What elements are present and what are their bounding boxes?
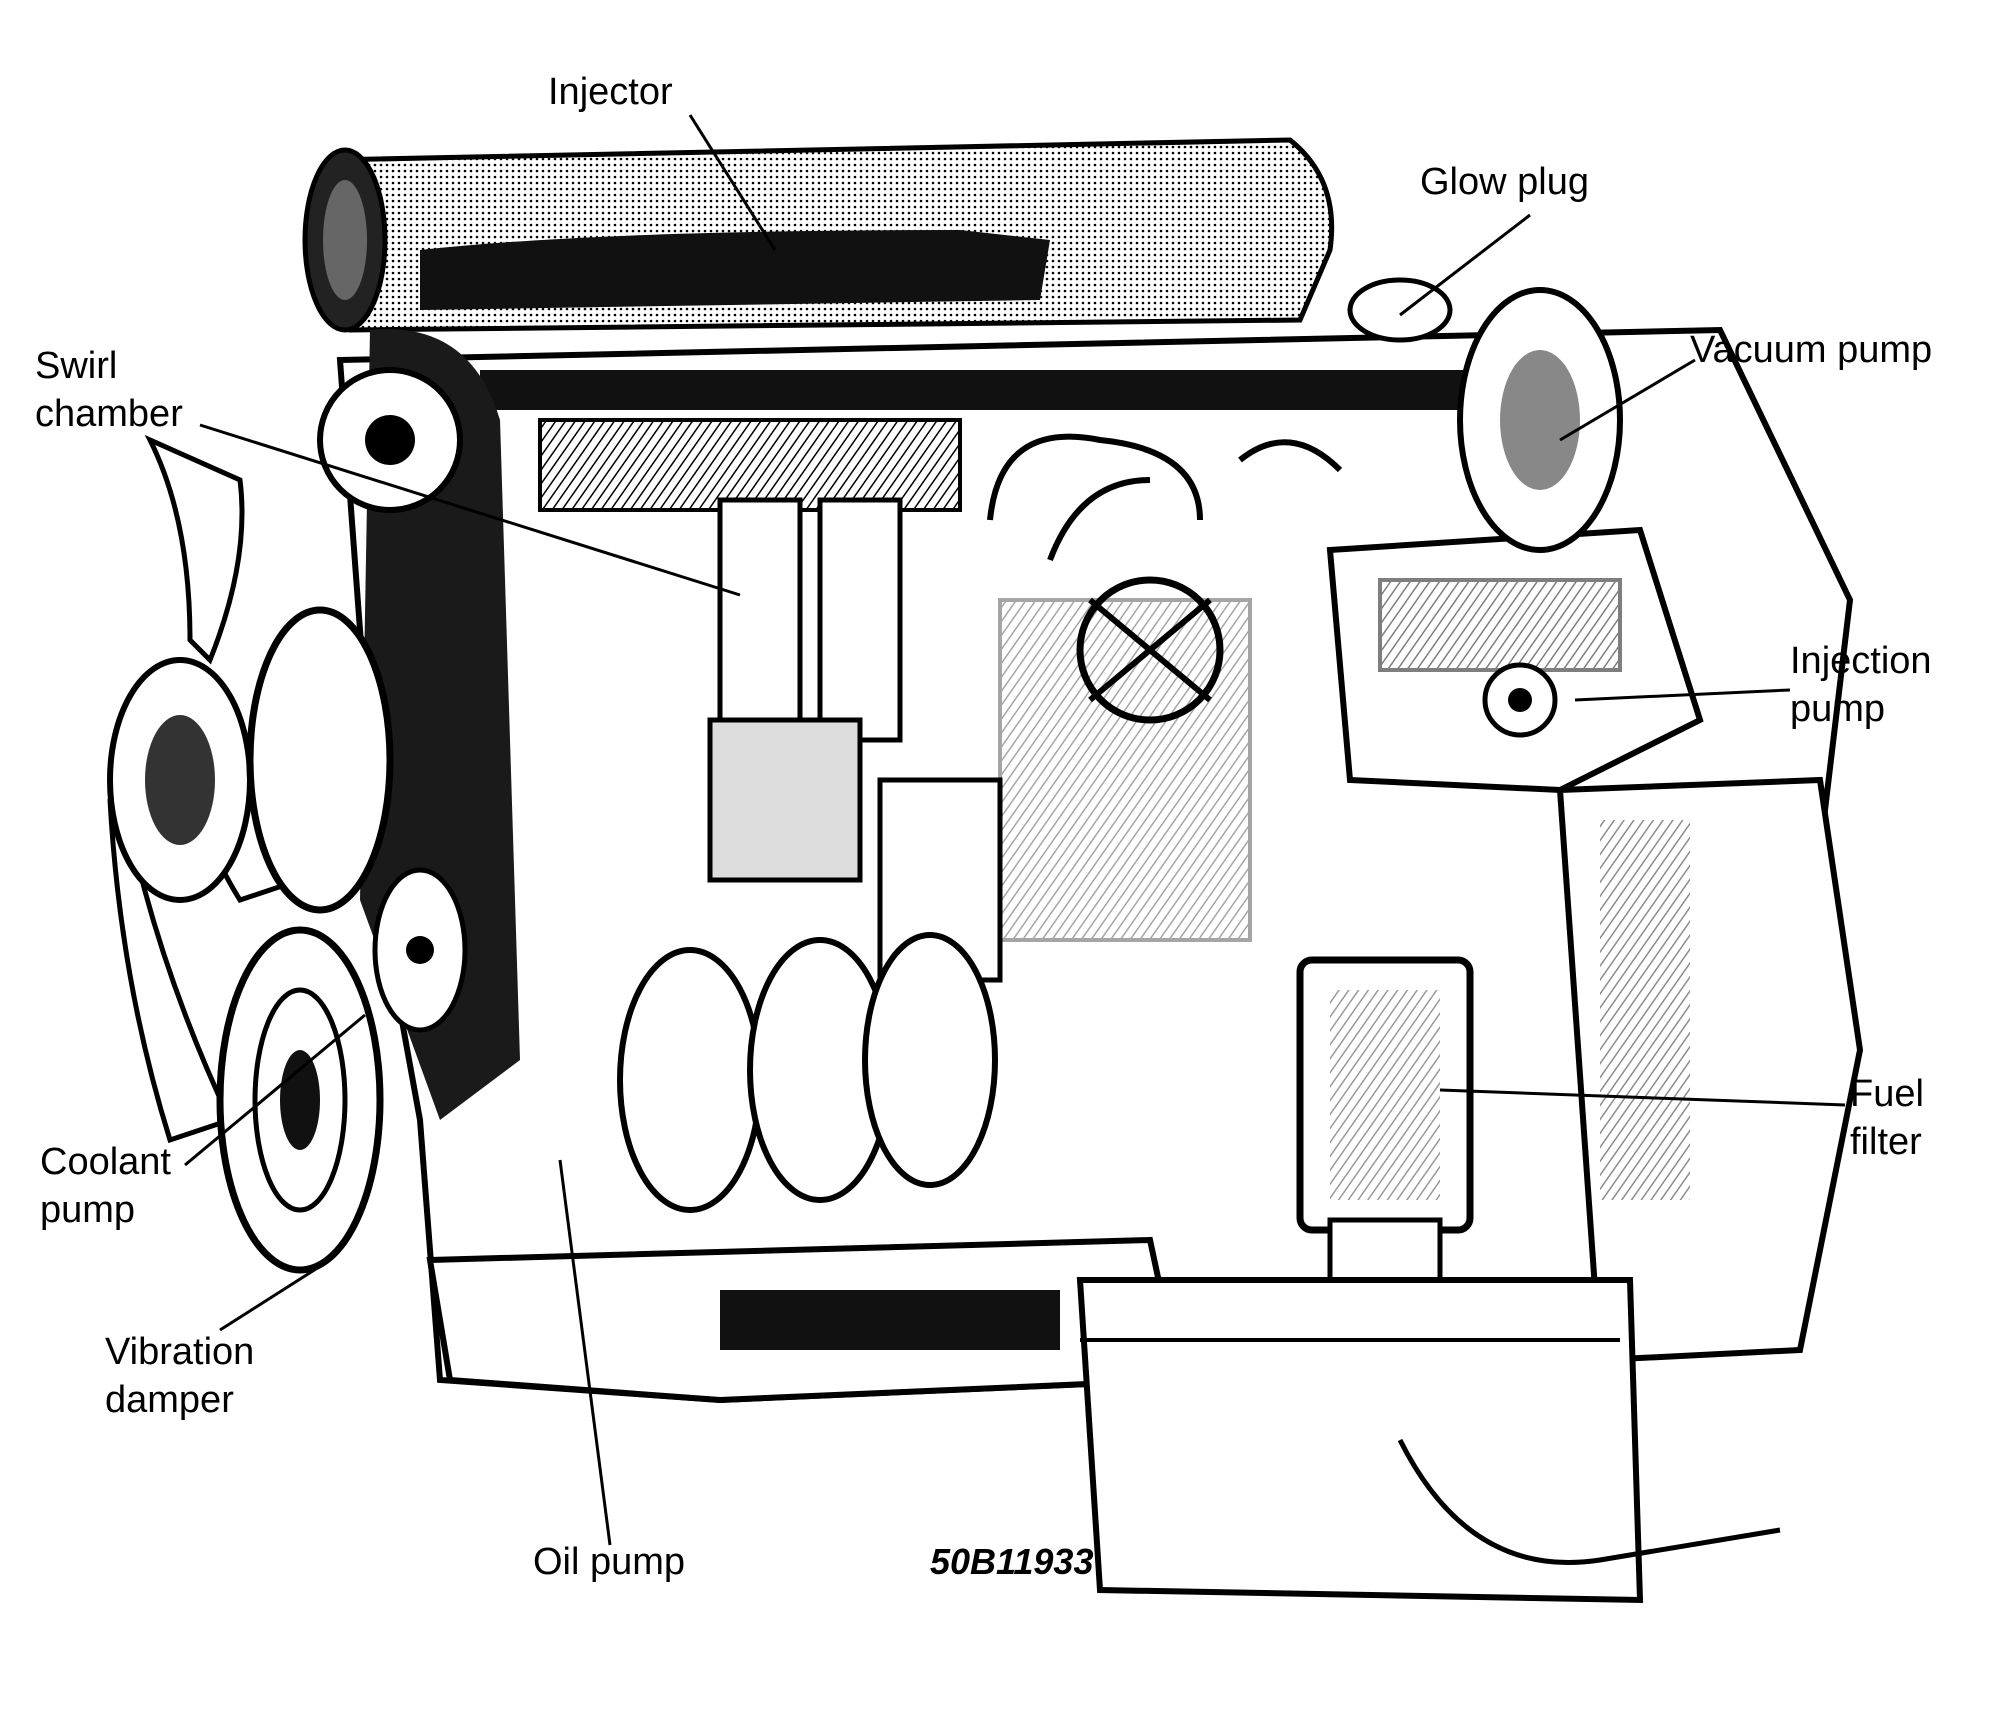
label-vacuum-pump: Vacuum pump	[1690, 329, 1933, 371]
bellhousing	[1556, 776, 1864, 1364]
leader-lines	[184, 114, 1846, 1546]
label-fuel-filter: Fuel filter	[1850, 1073, 1924, 1163]
injection-pump	[1326, 526, 1704, 794]
lower-pan	[1076, 1277, 1781, 1604]
label-vibration-damper: Vibration damper	[105, 1331, 255, 1421]
label-glow-plug: Glow plug	[1420, 161, 1589, 203]
fuel-lines	[987, 433, 1343, 724]
figure-code: 50B11933	[930, 1541, 1094, 1582]
label-coolant-pump: Coolant pump	[40, 1141, 171, 1231]
intake-pipe	[302, 137, 1335, 333]
pulleys	[216, 606, 468, 1274]
label-injection-pump: Injection pump	[1790, 640, 1932, 730]
label-swirl-chamber: Swirl chamber	[35, 345, 183, 435]
label-oil-pump: Oil pump	[533, 1541, 686, 1583]
cooling-fan	[107, 434, 303, 1144]
label-injector: Injector	[548, 71, 673, 113]
vacuum-pump	[1347, 277, 1623, 553]
